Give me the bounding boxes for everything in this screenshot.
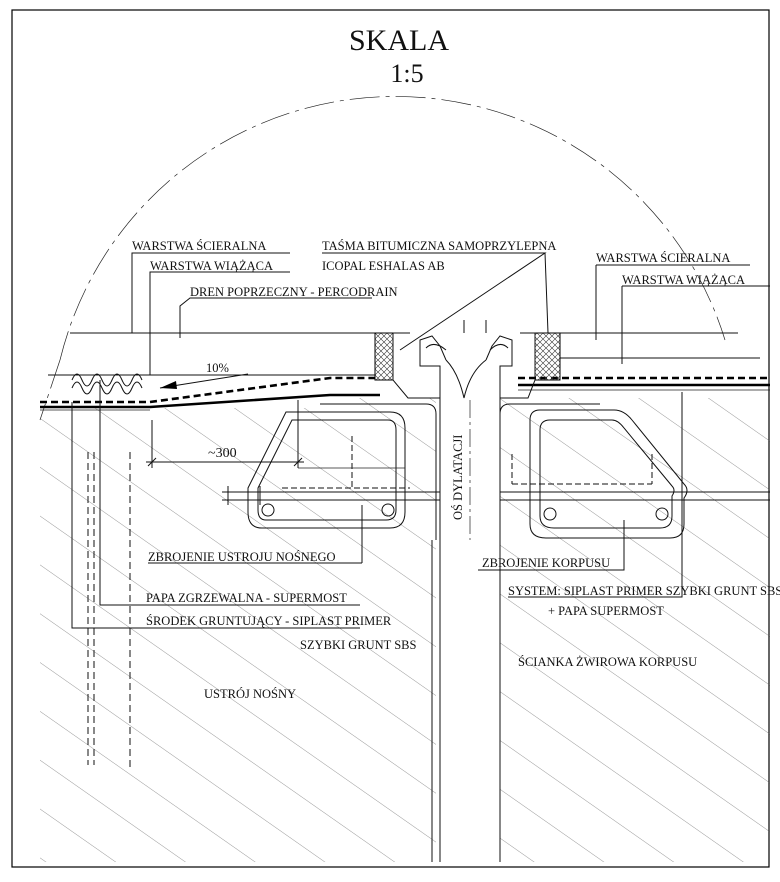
label-dren: DREN POPRZECZNY - PERCODRAIN: [190, 285, 398, 299]
label-scianka: ŚCIANKA ŻWIROWA KORPUSU: [518, 655, 697, 669]
label-warstwa-scieralna-right: WARSTWA ŚCIERALNA: [596, 251, 730, 265]
left-steel-angle: [320, 403, 437, 540]
drain-percodrain: [71, 373, 143, 395]
abutment-hatching: [500, 398, 770, 862]
label-srodek-line1: ŚRODEK GRUNTUJĄCY - SIPLAST PRIMER: [146, 614, 392, 628]
label-system-line1: SYSTEM: SIPLAST PRIMER SZYBKI GRUNT SBS: [508, 584, 780, 598]
right-reinforcement: [500, 409, 770, 539]
label-papa: PAPA ZGRZEWALNA - SUPERMOST: [146, 591, 347, 605]
leader-lines-left: [71, 252, 372, 629]
label-zbrojenie-korpusu: ZBROJENIE KORPUSU: [482, 556, 610, 570]
detail-circle: [59, 96, 726, 361]
right-sealing-tape: [534, 332, 561, 381]
label-warstwa-wiazaca-right: WARSTWA WIĄŻĄCA: [622, 273, 745, 287]
left-pavement-layers: [40, 332, 380, 411]
label-srodek-line2: SZYBKI GRUNT SBS: [300, 638, 417, 652]
label-tasma-line1: TAŚMA BITUMICZNA SAMOPRZYLEPNA: [322, 239, 556, 253]
left-reinforcement: [222, 411, 440, 529]
dimension-300: [146, 400, 304, 468]
dimension-label: ~300: [208, 446, 237, 461]
title: SKALA: [349, 24, 449, 57]
expansion-axis-label: OŚ DYLATACJI: [451, 435, 465, 520]
label-warstwa-scieralna-left: WARSTWA ŚCIERALNA: [132, 239, 266, 253]
bridge-deck-hatching: [40, 398, 436, 862]
joint-profile: [392, 320, 536, 399]
left-sealing-tape: [374, 332, 394, 381]
scale: 1:5: [390, 59, 423, 88]
leader-lines-right: [322, 252, 770, 598]
label-system-line2: + PAPA SUPERMOST: [548, 604, 664, 618]
label-tasma-line2: ICOPAL ESHALAS AB: [322, 259, 445, 273]
right-pavement-layers: [518, 332, 770, 391]
label-ustroj: USTRÓJ NOŚNY: [204, 687, 296, 701]
label-zbrojenie-ustroju: ZBROJENIE USTROJU NOŚNEGO: [148, 550, 336, 564]
label-warstwa-wiazaca-left: WARSTWA WIĄŻĄCA: [150, 259, 273, 273]
slope-label: 10%: [206, 361, 229, 375]
